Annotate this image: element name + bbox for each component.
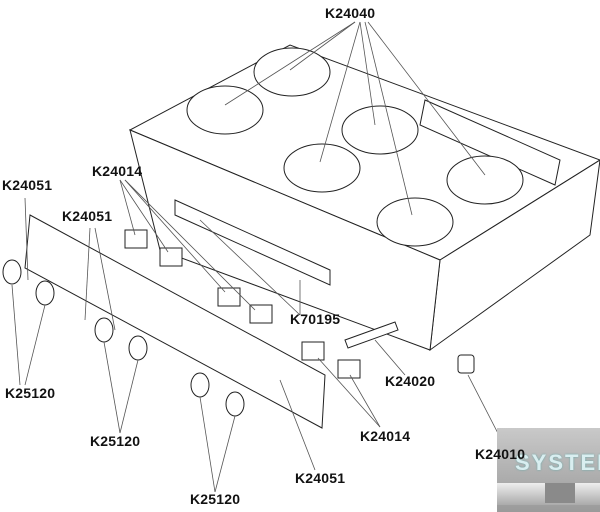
burner — [341, 105, 419, 155]
burner — [446, 155, 524, 205]
label-k24014-top: K24014 — [92, 163, 143, 179]
knob-holders — [124, 229, 361, 379]
label-k25120-left: K25120 — [5, 385, 56, 401]
burner — [283, 143, 361, 193]
label-k24051-bottom: K24051 — [295, 470, 346, 486]
burner — [253, 47, 331, 97]
panel-bracket — [174, 199, 331, 286]
burners — [186, 47, 524, 247]
ignition-strip — [344, 321, 399, 349]
label-k24051-second: K24051 — [62, 208, 113, 224]
knobs — [2, 259, 245, 417]
label-k70195: K70195 — [290, 311, 341, 327]
label-k24040: K24040 — [325, 5, 376, 21]
label-k24051-left: K24051 — [2, 177, 53, 193]
leader-lines — [11, 21, 506, 493]
control-rail — [419, 99, 561, 186]
system-logo: SYSTEM — [497, 428, 600, 512]
label-k24020: K24020 — [385, 373, 436, 389]
label-k24010: K24010 — [475, 446, 526, 462]
logo-text: SYSTEM — [515, 450, 600, 475]
burner — [376, 197, 454, 247]
label-k25120-bottom: K25120 — [190, 491, 241, 507]
label-k25120-mid: K25120 — [90, 433, 141, 449]
foot — [457, 354, 475, 374]
stove-side-left — [129, 129, 441, 351]
burner — [186, 85, 264, 135]
label-k24014-right: K24014 — [360, 428, 411, 444]
